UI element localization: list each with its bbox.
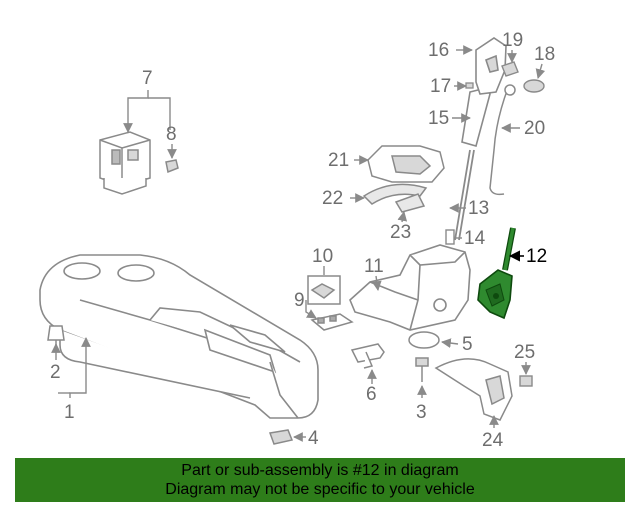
callout-8[interactable]: 8 [166, 124, 177, 145]
part-12-shift-lever-assembly[interactable] [477, 227, 516, 320]
callout-17[interactable]: 17 [430, 76, 451, 97]
callout-9[interactable]: 9 [294, 290, 305, 311]
part-push-rod[interactable] [489, 84, 516, 196]
part-slide-plate[interactable] [394, 193, 426, 213]
part-clip[interactable] [47, 325, 65, 346]
callout-2[interactable]: 2 [50, 362, 61, 383]
info-banner: Part or sub-assembly is #12 in diagram D… [15, 458, 625, 502]
banner-line-disclaimer: Diagram may not be specific to your vehi… [165, 481, 475, 498]
part-button[interactable] [501, 61, 519, 77]
callout-13[interactable]: 13 [468, 198, 489, 219]
callout-15[interactable]: 15 [428, 108, 449, 129]
part-bolt[interactable] [415, 357, 429, 382]
callout-1[interactable]: 1 [64, 402, 75, 423]
part-seal[interactable] [362, 183, 428, 205]
callout-22[interactable]: 22 [322, 188, 343, 209]
part-small-clip[interactable] [268, 429, 294, 445]
part-linkage[interactable] [434, 358, 513, 421]
callout-14[interactable]: 14 [464, 228, 486, 249]
part-nut[interactable] [519, 375, 533, 387]
part-shift-knob[interactable] [475, 37, 507, 95]
callout-4[interactable]: 4 [308, 428, 319, 449]
callout-10[interactable]: 10 [312, 246, 333, 267]
info-banner-background [15, 458, 625, 502]
part-bulb[interactable] [165, 159, 179, 174]
callout-21[interactable]: 21 [328, 150, 349, 171]
part-collar[interactable] [445, 229, 455, 245]
leader-lines [51, 45, 546, 442]
callout-25[interactable]: 25 [514, 342, 535, 363]
callout-24[interactable]: 24 [482, 430, 504, 451]
part-small-pin[interactable] [465, 82, 474, 89]
part-bracket[interactable] [350, 343, 385, 369]
part-indicator-plate[interactable] [310, 313, 354, 331]
callout-18[interactable]: 18 [534, 44, 555, 65]
callout-6[interactable]: 6 [366, 384, 377, 405]
callout-20[interactable]: 20 [524, 118, 545, 139]
part-shifter-housing[interactable] [349, 244, 471, 331]
part-indicator-cover[interactable] [307, 275, 341, 305]
part-bezel[interactable] [367, 145, 445, 183]
callout-11[interactable]: 11 [364, 256, 384, 277]
part-washer[interactable] [408, 331, 440, 349]
part-lever-boot[interactable] [461, 87, 491, 147]
part-shift-rod[interactable] [454, 149, 475, 241]
part-switch[interactable] [99, 131, 151, 195]
callout-23[interactable]: 23 [390, 222, 411, 243]
part-knob-cap[interactable] [523, 79, 545, 93]
callout-3[interactable]: 3 [416, 402, 427, 423]
callout-16[interactable]: 16 [428, 40, 449, 61]
part-console[interactable] [39, 254, 319, 419]
callout-5[interactable]: 5 [462, 334, 473, 355]
callout-19[interactable]: 19 [502, 30, 523, 51]
banner-line-part-info: Part or sub-assembly is #12 in diagram [181, 462, 459, 479]
callout-12[interactable]: 12 [526, 246, 547, 267]
callout-7[interactable]: 7 [142, 68, 153, 89]
